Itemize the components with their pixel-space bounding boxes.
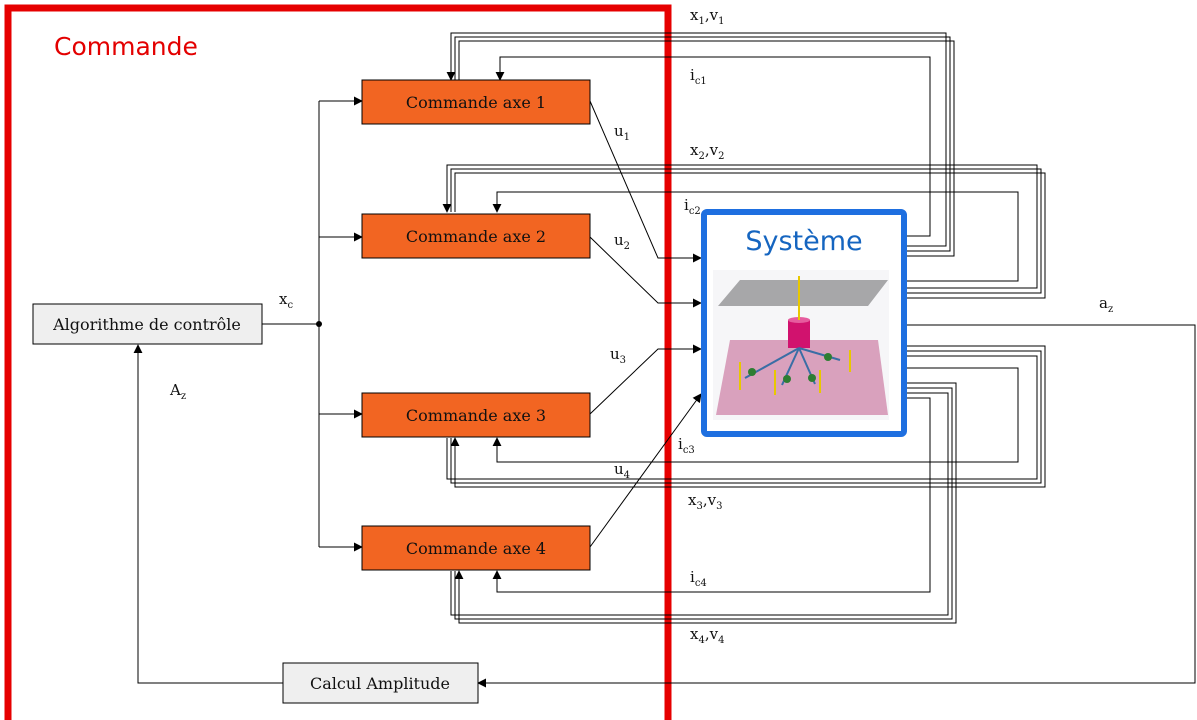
feedback-bus-ic3	[492, 367, 1019, 463]
feedback-bus-ic1	[495, 56, 931, 237]
label-x1v1: x1,v1	[690, 6, 724, 27]
axis4-block: Commande axe 4	[361, 525, 591, 571]
feedback-bus-ic4	[492, 397, 931, 593]
label-az: az	[1099, 294, 1113, 315]
label-x3v3: x3,v3	[688, 491, 722, 512]
algorithm-block: Algorithme de contrôle	[32, 303, 263, 345]
u3-line	[589, 344, 702, 415]
axis2-block: Commande axe 2	[361, 213, 591, 259]
command-group-title: Commande	[54, 32, 198, 61]
amplitude-feedback-line	[133, 344, 283, 684]
axis1-block: Commande axe 1	[361, 79, 591, 125]
mechanism-illustration	[713, 270, 889, 420]
label-xc: xc	[279, 290, 293, 311]
system-block: Système	[701, 209, 907, 437]
feedback-bus-x2v2	[442, 164, 1046, 299]
feedback-bus-ic2	[492, 191, 1019, 282]
label-ic3: ic3	[678, 435, 695, 456]
label-u4: u4	[614, 460, 630, 481]
command-group-frame	[4, 4, 672, 720]
az-output-line	[477, 324, 1196, 688]
axis4-label: Commande axe 4	[406, 539, 546, 558]
algorithm-label: Algorithme de contrôle	[52, 315, 241, 334]
amplitude-block: Calcul Amplitude	[282, 662, 479, 704]
axis3-label: Commande axe 3	[406, 406, 546, 425]
label-ic2: ic2	[684, 196, 701, 217]
axis1-label: Commande axe 1	[406, 93, 546, 112]
axis2-label: Commande axe 2	[406, 227, 546, 246]
label-u3: u3	[610, 345, 626, 366]
amplitude-label: Calcul Amplitude	[310, 674, 450, 693]
axis3-block: Commande axe 3	[361, 392, 591, 438]
label-Az: Az	[169, 381, 186, 402]
label-u2: u2	[614, 231, 630, 252]
feedback-bus-x1v1	[446, 32, 955, 257]
label-x4v4: x4,v4	[690, 625, 724, 646]
label-ic1: ic1	[690, 66, 707, 87]
system-title: Système	[745, 226, 862, 257]
label-ic4: ic4	[690, 568, 707, 589]
u1-line	[589, 100, 702, 263]
feedback-bus-x4v4	[450, 382, 957, 624]
u2-line	[589, 236, 702, 308]
label-u1: u1	[614, 122, 630, 143]
feedback-bus-x3v3	[446, 345, 1046, 488]
label-x2v2: x2,v2	[690, 141, 724, 162]
u4-line	[589, 393, 702, 548]
